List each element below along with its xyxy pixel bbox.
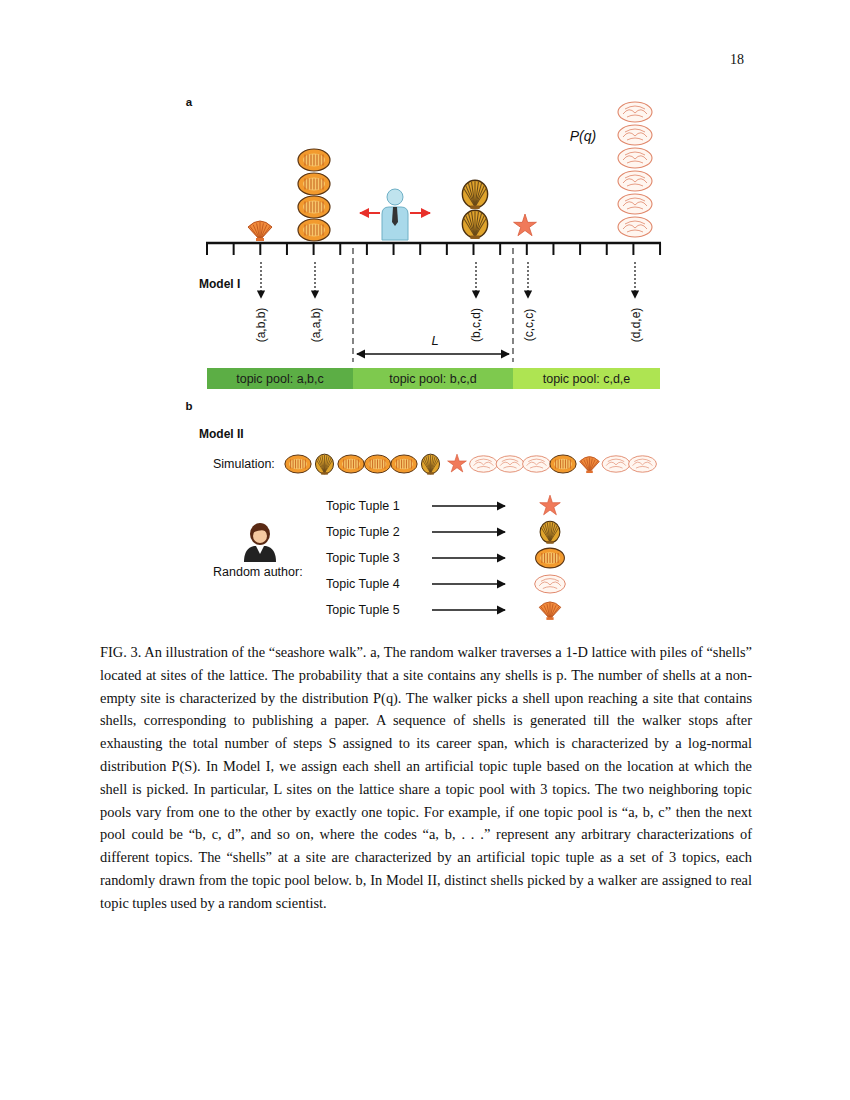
shell-icon <box>539 602 561 620</box>
shell-icon <box>540 495 561 515</box>
shell-icon <box>618 194 652 214</box>
panel-letter: a <box>186 96 192 109</box>
lattice-tick <box>526 243 528 255</box>
shell-icon <box>470 456 498 472</box>
lattice-tick <box>579 243 581 255</box>
assign-arrow <box>432 531 505 532</box>
band-text: topic pool: a,b,c <box>236 372 324 386</box>
lattice-tick <box>313 243 315 255</box>
shell-icon <box>536 548 565 568</box>
shell-icon <box>298 173 330 195</box>
tuple-label: Topic Tuple 4 <box>326 577 400 591</box>
shell-icon <box>496 456 524 472</box>
assign-arrow <box>432 557 505 558</box>
pool-border <box>352 248 353 362</box>
shell-icon <box>285 455 311 473</box>
lattice-tick <box>286 243 288 255</box>
topic-tuple: (c,c,c) <box>523 309 537 342</box>
lattice-tick <box>659 243 661 255</box>
tuple-label: Topic Tuple 3 <box>326 551 400 565</box>
shell-icon <box>535 575 566 593</box>
topic-tuple: (d,d,e) <box>630 308 644 343</box>
figure-caption: FIG. 3. An illustration of the “seashore… <box>100 641 752 915</box>
shell-icon <box>514 214 537 236</box>
shell-icon <box>298 149 330 171</box>
shell-icon <box>540 521 560 544</box>
lattice-tick <box>206 243 208 255</box>
shell-icon <box>298 196 330 218</box>
shell-icon <box>629 456 657 472</box>
pick-arrow <box>527 262 528 298</box>
lattice-tick <box>339 243 341 255</box>
shell-icon <box>618 125 652 145</box>
tuple-label: Topic Tuple 2 <box>326 525 400 539</box>
shell-icon <box>448 454 467 472</box>
lattice-tick <box>393 243 395 255</box>
tuple-label: Topic Tuple 5 <box>326 603 400 617</box>
shell-icon <box>462 210 487 239</box>
shell-icon <box>618 148 652 168</box>
shell-icon <box>618 171 652 191</box>
shell-icon <box>364 455 390 473</box>
page-number: 18 <box>730 52 744 68</box>
pick-arrow <box>314 262 315 298</box>
pick-arrow <box>260 262 261 298</box>
panel-letter: b <box>185 400 192 413</box>
topic-tuple: (b,c,d) <box>470 308 484 342</box>
shell-icon <box>580 457 600 473</box>
pick-arrow <box>475 262 476 298</box>
shell-icon <box>550 455 576 473</box>
band-text: topic pool: c,d,e <box>543 372 631 386</box>
model-title: Model I <box>199 278 240 292</box>
topic-tuple: (a,a,b) <box>310 308 324 343</box>
model-title: Model II <box>199 428 244 442</box>
shell-icon <box>602 456 630 472</box>
pick-arrow <box>634 262 635 298</box>
lattice-tick <box>499 243 501 255</box>
tuple-label: Topic Tuple 1 <box>326 499 400 513</box>
band-text: topic pool: b,c,d <box>389 372 477 386</box>
assign-arrow <box>432 583 505 584</box>
assign-arrow <box>432 609 505 610</box>
topic-pool-band: topic pool: a,b,c <box>207 368 353 389</box>
lattice-tick <box>446 243 448 255</box>
shell-icon <box>523 456 551 472</box>
lattice-tick <box>473 243 475 255</box>
shell-icon <box>391 455 417 473</box>
lattice-tick <box>606 243 608 255</box>
lattice-tick <box>366 243 368 255</box>
assign-arrow <box>432 505 505 506</box>
shell-icon <box>338 455 364 473</box>
shell-icon <box>248 221 272 241</box>
shell-icon <box>618 102 652 122</box>
shell-icon <box>462 180 487 209</box>
distribution-label: P(q) <box>570 128 596 144</box>
lattice-line <box>206 242 661 245</box>
lattice-tick <box>632 243 634 255</box>
topic-pool-band: topic pool: b,c,d <box>353 368 513 389</box>
shell-icon <box>421 454 439 475</box>
lattice-tick <box>233 243 235 255</box>
topic-tuple: (a,b,b) <box>255 308 269 343</box>
pool-border <box>512 248 513 362</box>
lattice-tick <box>552 243 554 255</box>
shell-icon <box>618 217 652 237</box>
lattice-tick <box>419 243 421 255</box>
author-icon <box>244 523 276 562</box>
shell-icon <box>315 454 333 475</box>
lattice-tick <box>259 243 261 255</box>
span-label: L <box>431 334 438 349</box>
shell-icon <box>298 219 330 241</box>
row-label: Simulation: <box>213 457 275 471</box>
walker-icon <box>360 189 430 240</box>
topic-pool-band: topic pool: c,d,e <box>513 368 660 389</box>
span-arrow <box>357 353 509 354</box>
row-label: Random author: <box>213 565 303 579</box>
